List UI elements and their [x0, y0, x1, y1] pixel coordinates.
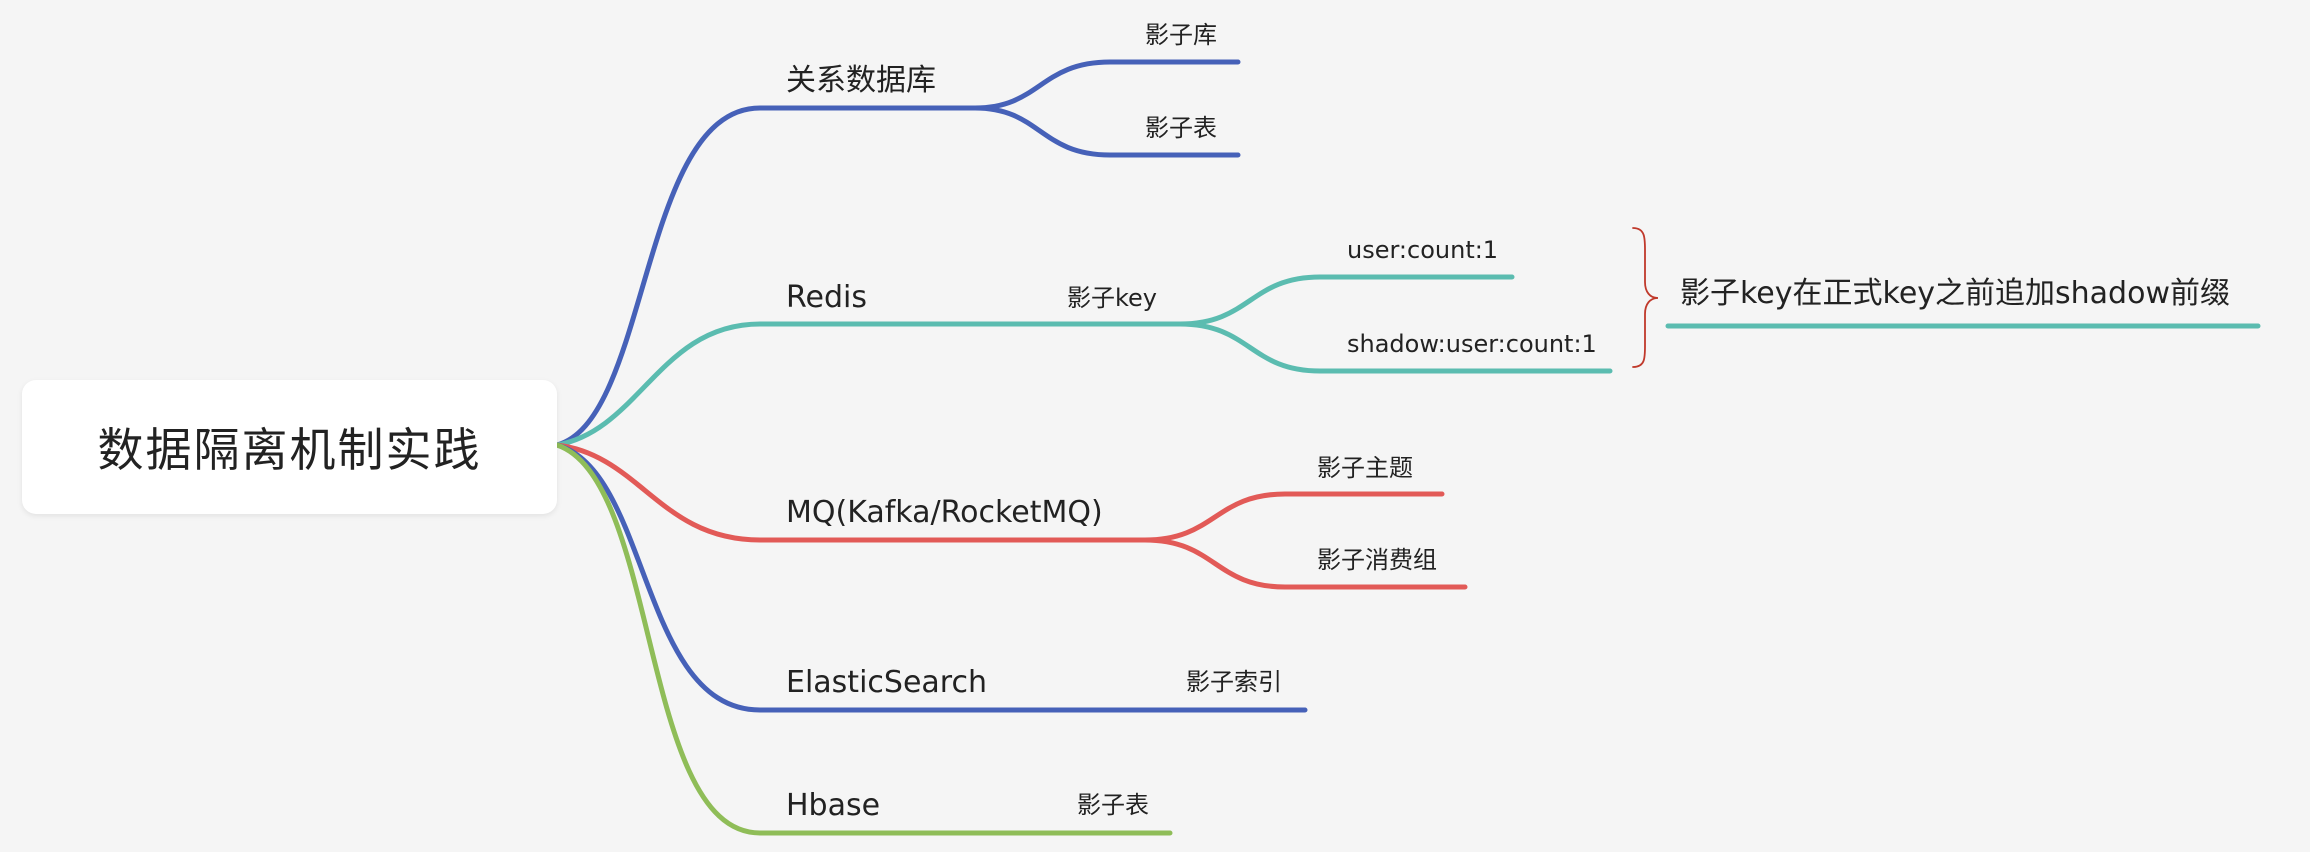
redis-summary-note[interactable]: 影子key在正式key之前追加shadow前缀	[1680, 276, 2230, 311]
branch-mq-label[interactable]: MQ(Kafka/RocketMQ)	[786, 495, 1103, 530]
node-shadow-db[interactable]: 影子库	[1145, 21, 1217, 49]
node-shadow-user-count[interactable]: shadow:user:count:1	[1347, 330, 1597, 358]
node-shadow-index[interactable]: 影子索引	[1186, 668, 1282, 696]
node-hbase-shadow-table[interactable]: 影子表	[1077, 791, 1149, 819]
connector-shadow-table	[972, 105, 1241, 158]
connector-shadow-consumer-group	[1142, 537, 1468, 590]
node-user-count[interactable]: user:count:1	[1347, 236, 1499, 264]
node-shadow-topic[interactable]: 影子主题	[1317, 454, 1413, 482]
connector-mq	[554, 442, 1148, 543]
connector-user-count	[1177, 274, 1515, 327]
connector-shadow-user-count	[1177, 321, 1613, 374]
branch-elasticsearch-label[interactable]: ElasticSearch	[786, 665, 987, 700]
connector-redis	[554, 321, 1183, 448]
connector-relational-db	[554, 105, 983, 448]
brace	[1632, 227, 1659, 368]
connector-shadow-topic	[1142, 491, 1445, 543]
connector-shadow-db	[972, 59, 1241, 111]
branch-relational-db-label[interactable]: 关系数据库	[786, 63, 936, 98]
branch-redis-label[interactable]: Redis	[786, 280, 867, 315]
node-shadow-table[interactable]: 影子表	[1145, 114, 1217, 142]
node-shadow-key[interactable]: 影子key	[1067, 284, 1158, 312]
node-shadow-consumer-group[interactable]: 影子消费组	[1317, 546, 1437, 574]
branch-hbase-label[interactable]: Hbase	[786, 788, 881, 823]
connector-hbase	[554, 442, 1173, 836]
root-label: 数据隔离机制实践	[97, 423, 482, 477]
root-node[interactable]: 数据隔离机制实践	[22, 380, 557, 514]
connector-elasticsearch	[554, 442, 1308, 713]
